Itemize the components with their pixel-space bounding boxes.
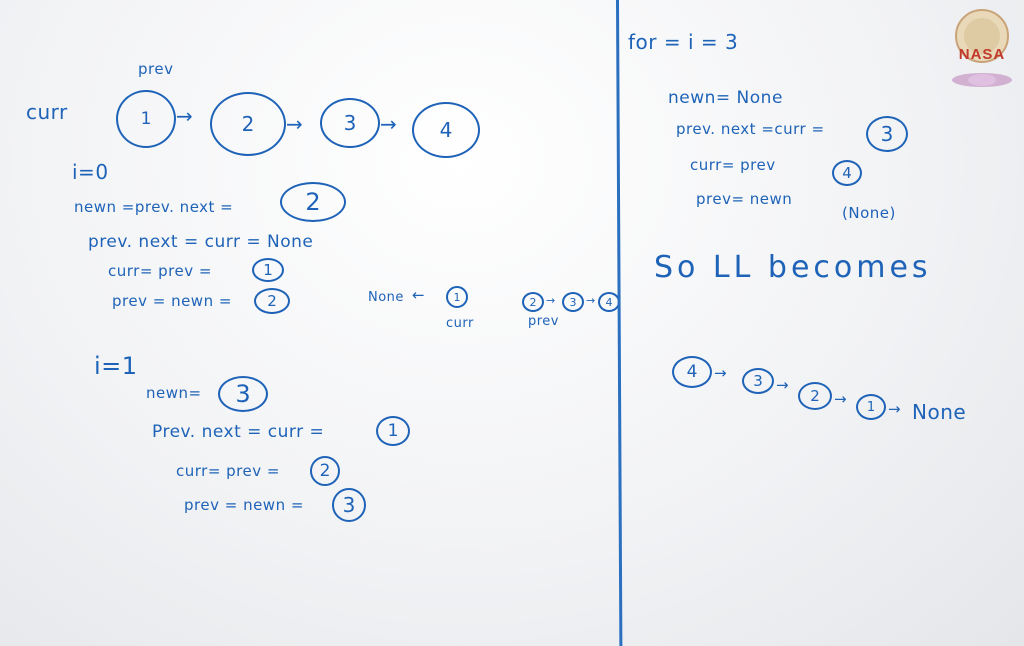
result-arrow-3: → — [834, 390, 847, 408]
nasa-logo-icon: NASA — [948, 8, 1016, 92]
side-node-2: 2 — [522, 292, 544, 312]
right-line3-value: 4 — [832, 160, 862, 186]
side-node-3: 3 — [562, 292, 584, 312]
result-node-4: 4 — [672, 356, 712, 388]
i1-line1: newn= — [146, 384, 202, 402]
i0-line4-value: 2 — [254, 288, 290, 314]
side-curr-label: curr — [446, 316, 474, 331]
i1-line4-value: 3 — [332, 488, 366, 522]
result-none-text: None — [912, 400, 967, 424]
right-line2-value: 3 — [866, 116, 908, 152]
i1-line1-value: 3 — [218, 376, 268, 412]
right-line1: newn= None — [668, 88, 783, 108]
i1-line3-value: 2 — [310, 456, 340, 486]
nasa-logo-text: NASA — [958, 46, 1006, 63]
i1-heading: i=1 — [94, 352, 138, 380]
side-none-text: None — [368, 290, 404, 305]
chain-node-4: 4 — [412, 102, 480, 158]
right-line4-value: (None) — [842, 204, 896, 222]
result-node-3: 3 — [742, 368, 774, 394]
chain-arrow-1: → — [176, 104, 193, 128]
result-node-2: 2 — [798, 382, 832, 410]
right-line2: prev. next =curr = — [676, 120, 825, 138]
i0-line1: newn =prev. next = — [74, 198, 234, 216]
side-arrow-left: ← — [412, 286, 425, 304]
loop-heading: for = i = 3 — [628, 30, 739, 54]
result-arrow-1: → — [714, 364, 727, 382]
chain-node-2: 2 — [210, 92, 286, 156]
nasa-logo-graphic — [952, 9, 1012, 87]
i0-line3: curr= prev = — [108, 262, 212, 280]
chain-arrow-2: → — [286, 112, 303, 136]
right-line3: curr= prev — [690, 156, 776, 174]
board-divider-line — [616, 0, 623, 646]
side-node-1: 1 — [446, 286, 468, 308]
result-node-1: 1 — [856, 394, 886, 420]
i0-line4: prev = newn = — [112, 292, 232, 310]
i0-heading: i=0 — [72, 160, 109, 184]
prev-label: prev — [138, 60, 174, 78]
i1-line2: Prev. next = curr = — [152, 422, 325, 442]
chain-node-3: 3 — [320, 98, 380, 148]
i1-line3: curr= prev = — [176, 462, 280, 480]
side-prev-label: prev — [528, 314, 560, 329]
so-ll-becomes-text: So LL becomes — [654, 250, 932, 285]
right-line4: prev= newn — [696, 190, 793, 208]
i1-line2-value: 1 — [376, 416, 410, 446]
i1-line4: prev = newn = — [184, 496, 304, 514]
i0-line1-value: 2 — [280, 182, 346, 222]
side-arrow-3: → — [586, 294, 596, 307]
chain-node-1: 1 — [116, 90, 176, 148]
curr-label: curr — [26, 100, 68, 124]
i0-line2: prev. next = curr = None — [88, 232, 314, 252]
chain-arrow-3: → — [380, 112, 397, 136]
i0-line3-value: 1 — [252, 258, 284, 282]
result-arrow-4: → — [888, 400, 901, 418]
result-arrow-2: → — [776, 376, 789, 394]
side-arrow-2: → — [546, 294, 556, 307]
